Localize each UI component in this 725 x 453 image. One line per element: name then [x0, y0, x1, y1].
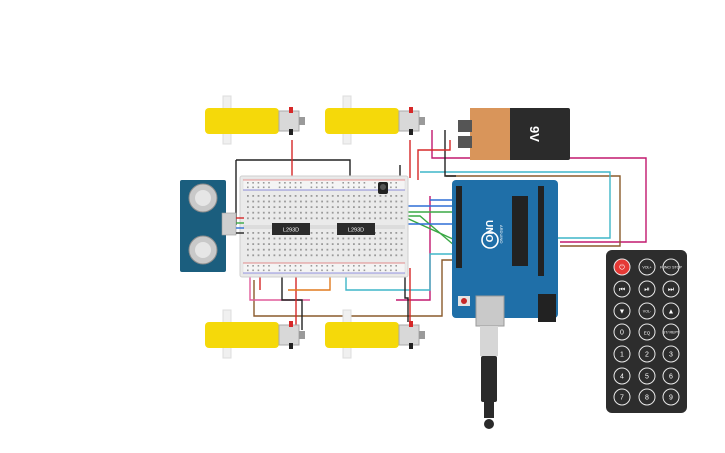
dc-gear-motor[interactable] — [205, 95, 305, 145]
remote-button-label: 7 — [620, 395, 624, 402]
remote-button-grid: ⏻ VOL+ FUNC/ STOP ⏮ ⏯ ⏭ ▼ VOL- ▲ 0 EQ ST/ REPT 1 2 3 4 5… — [613, 258, 682, 406]
remote-button-one[interactable]: 1 — [613, 345, 631, 363]
remote-button-label: ▼ — [619, 309, 626, 316]
arduino-uno[interactable]: UNO ARDUINO — [452, 180, 558, 327]
dc-gear-motor[interactable] — [325, 309, 425, 359]
remote-button-power[interactable]: ⏻ — [613, 258, 631, 276]
power-rail-bottom — [242, 262, 406, 275]
arduino-brand: ARDUINO — [499, 225, 504, 243]
dc-gear-motor[interactable] — [325, 95, 425, 145]
remote-button-nine[interactable]: 9 — [662, 388, 680, 406]
remote-button-label: ⏯ — [644, 287, 650, 294]
header-right — [538, 186, 544, 276]
chip-label: L293D — [283, 228, 299, 234]
remote-button-up[interactable]: ▲ — [662, 302, 680, 320]
wire-brown — [253, 259, 455, 317]
remote-button-vol-up[interactable]: VOL+ — [638, 258, 656, 276]
ir-receiver[interactable] — [378, 182, 388, 194]
wire-cyan — [420, 171, 611, 239]
remote-button-eq[interactable]: EQ — [638, 323, 656, 341]
remote-button-label: ⏭ — [668, 287, 675, 294]
ir-remote[interactable]: ⏻ VOL+ FUNC/ STOP ⏮ ⏯ ⏭ ▼ VOL- ▲ 0 EQ ST/ REPT 1 2 3 4 5… — [606, 250, 687, 413]
remote-button-label: 4 — [620, 374, 624, 381]
remote-button-eight[interactable]: 8 — [638, 388, 656, 406]
ultrasonic-sensor[interactable] — [180, 180, 244, 272]
remote-button-rewind[interactable]: ⏮ — [613, 280, 631, 298]
power-jack — [538, 294, 556, 322]
remote-button-label: 3 — [669, 352, 673, 359]
remote-button-label: ST/ REPT — [663, 331, 680, 335]
motor-driver-chip[interactable]: L293D — [337, 223, 375, 235]
remote-button-label: 8 — [645, 395, 649, 402]
remote-button-label: ⏮ — [619, 287, 625, 294]
usb-cable — [480, 326, 498, 429]
remote-button-six[interactable]: 6 — [662, 367, 680, 385]
wire-cyan — [345, 253, 455, 291]
remote-button-play-pause[interactable]: ⏯ — [638, 280, 656, 298]
remote-button-seven[interactable]: 7 — [613, 388, 631, 406]
remote-button-label: 9 — [669, 395, 673, 402]
wire-red — [417, 140, 451, 180]
remote-button-label: 6 — [669, 374, 673, 381]
usb-port — [475, 295, 505, 327]
remote-button-label: 5 — [645, 374, 649, 381]
remote-button-fast-forward[interactable]: ⏭ — [662, 280, 680, 298]
battery-9v[interactable]: 9V — [458, 108, 570, 160]
remote-button-down[interactable]: ▼ — [613, 302, 631, 320]
remote-button-st-rept[interactable]: ST/ REPT — [662, 323, 680, 341]
remote-button-label: ⏻ — [619, 264, 625, 272]
remote-button-label: 1 — [620, 352, 624, 359]
center-channel — [243, 225, 405, 229]
remote-button-func-stop[interactable]: FUNC/ STOP — [660, 258, 682, 276]
chip-label: L293D — [348, 228, 364, 234]
breadboard[interactable] — [239, 175, 409, 278]
remote-button-three[interactable]: 3 — [662, 345, 680, 363]
wire-magenta — [431, 130, 647, 243]
remote-button-vol-down[interactable]: VOL- — [638, 302, 656, 320]
remote-button-label: VOL+ — [642, 266, 651, 270]
remote-button-two[interactable]: 2 — [638, 345, 656, 363]
wire-black — [444, 130, 456, 177]
atmega-chip — [512, 196, 528, 266]
remote-button-five[interactable]: 5 — [638, 367, 656, 385]
remote-button-label: 2 — [645, 352, 649, 359]
battery-label: 9V — [527, 126, 542, 142]
arduino-model: UNO — [483, 220, 494, 242]
motors — [205, 95, 425, 359]
motor-driver-chip[interactable]: L293D — [272, 223, 310, 235]
arduino-logo — [481, 231, 499, 249]
wire-black — [281, 260, 303, 330]
dc-gear-motor[interactable] — [205, 309, 305, 359]
wire-brown — [446, 175, 621, 247]
remote-button-label: ▲ — [668, 309, 675, 316]
remote-button-four[interactable]: 4 — [613, 367, 631, 385]
breadboard-holes — [247, 182, 403, 272]
header-left — [456, 186, 462, 268]
wire-black — [236, 159, 351, 178]
remote-button-label: 0 — [620, 330, 624, 337]
remote-button-label: FUNC/ STOP — [660, 266, 682, 270]
remote-button-label: VOL- — [643, 310, 652, 314]
remote-button-label: EQ — [644, 331, 651, 336]
remote-button-zero[interactable]: 0 — [613, 323, 631, 341]
